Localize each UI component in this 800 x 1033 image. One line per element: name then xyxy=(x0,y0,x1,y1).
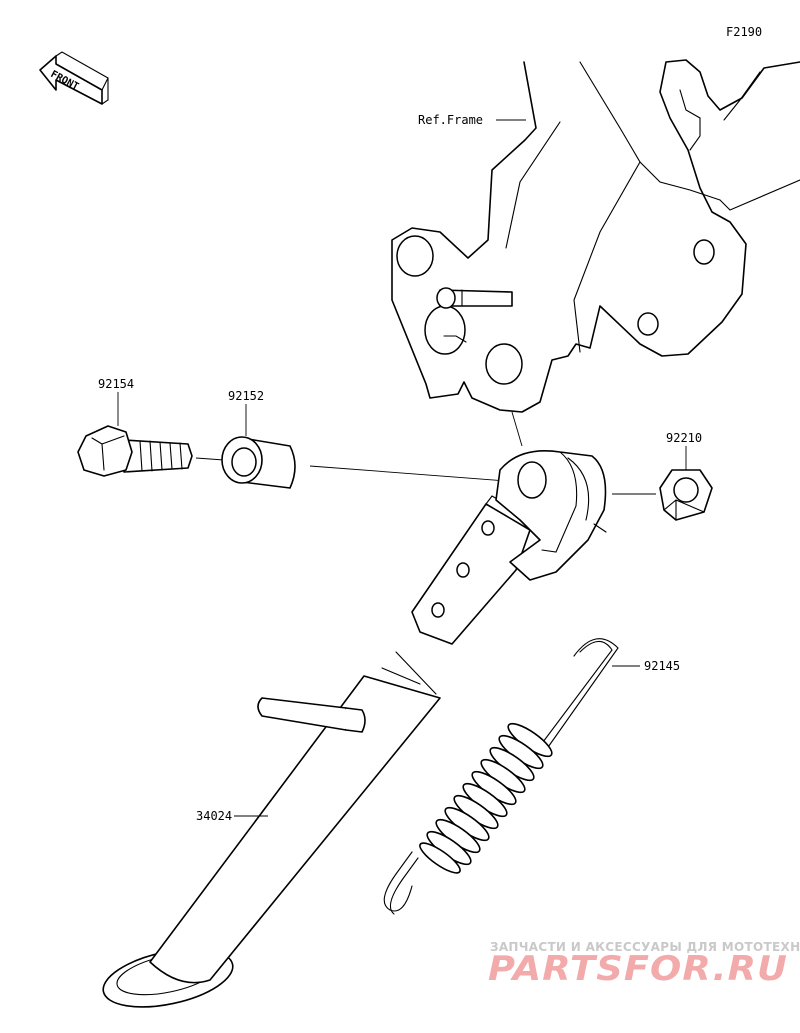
callout-collar: 92152 xyxy=(228,389,264,403)
frame-bracket xyxy=(391,59,800,413)
side-stand-34024 xyxy=(102,450,607,1008)
watermark: ЗАПЧАСТИ И АКСЕССУАРЫ ДЛЯ МОТОТЕХНИКИ PA… xyxy=(488,940,800,989)
watermark-brand: PARTSFOR.RU xyxy=(488,949,788,989)
bolt-92154 xyxy=(77,425,193,477)
callout-bolt: 92154 xyxy=(98,377,134,391)
callout-side-stand: 34024 xyxy=(196,809,232,823)
collar-92152 xyxy=(221,436,296,489)
nut-92210 xyxy=(659,469,713,521)
front-arrow-icon: FRONT xyxy=(39,51,109,105)
callout-nut: 92210 xyxy=(666,431,702,445)
diagram-code: F2190 xyxy=(726,25,762,39)
callout-ref-frame: Ref.Frame xyxy=(418,113,483,127)
spring-92145 xyxy=(383,638,619,915)
watermark-tagline: ЗАПЧАСТИ И АКСЕССУАРЫ ДЛЯ МОТОТЕХНИКИ xyxy=(490,940,800,954)
callout-spring: 92145 xyxy=(644,659,680,673)
